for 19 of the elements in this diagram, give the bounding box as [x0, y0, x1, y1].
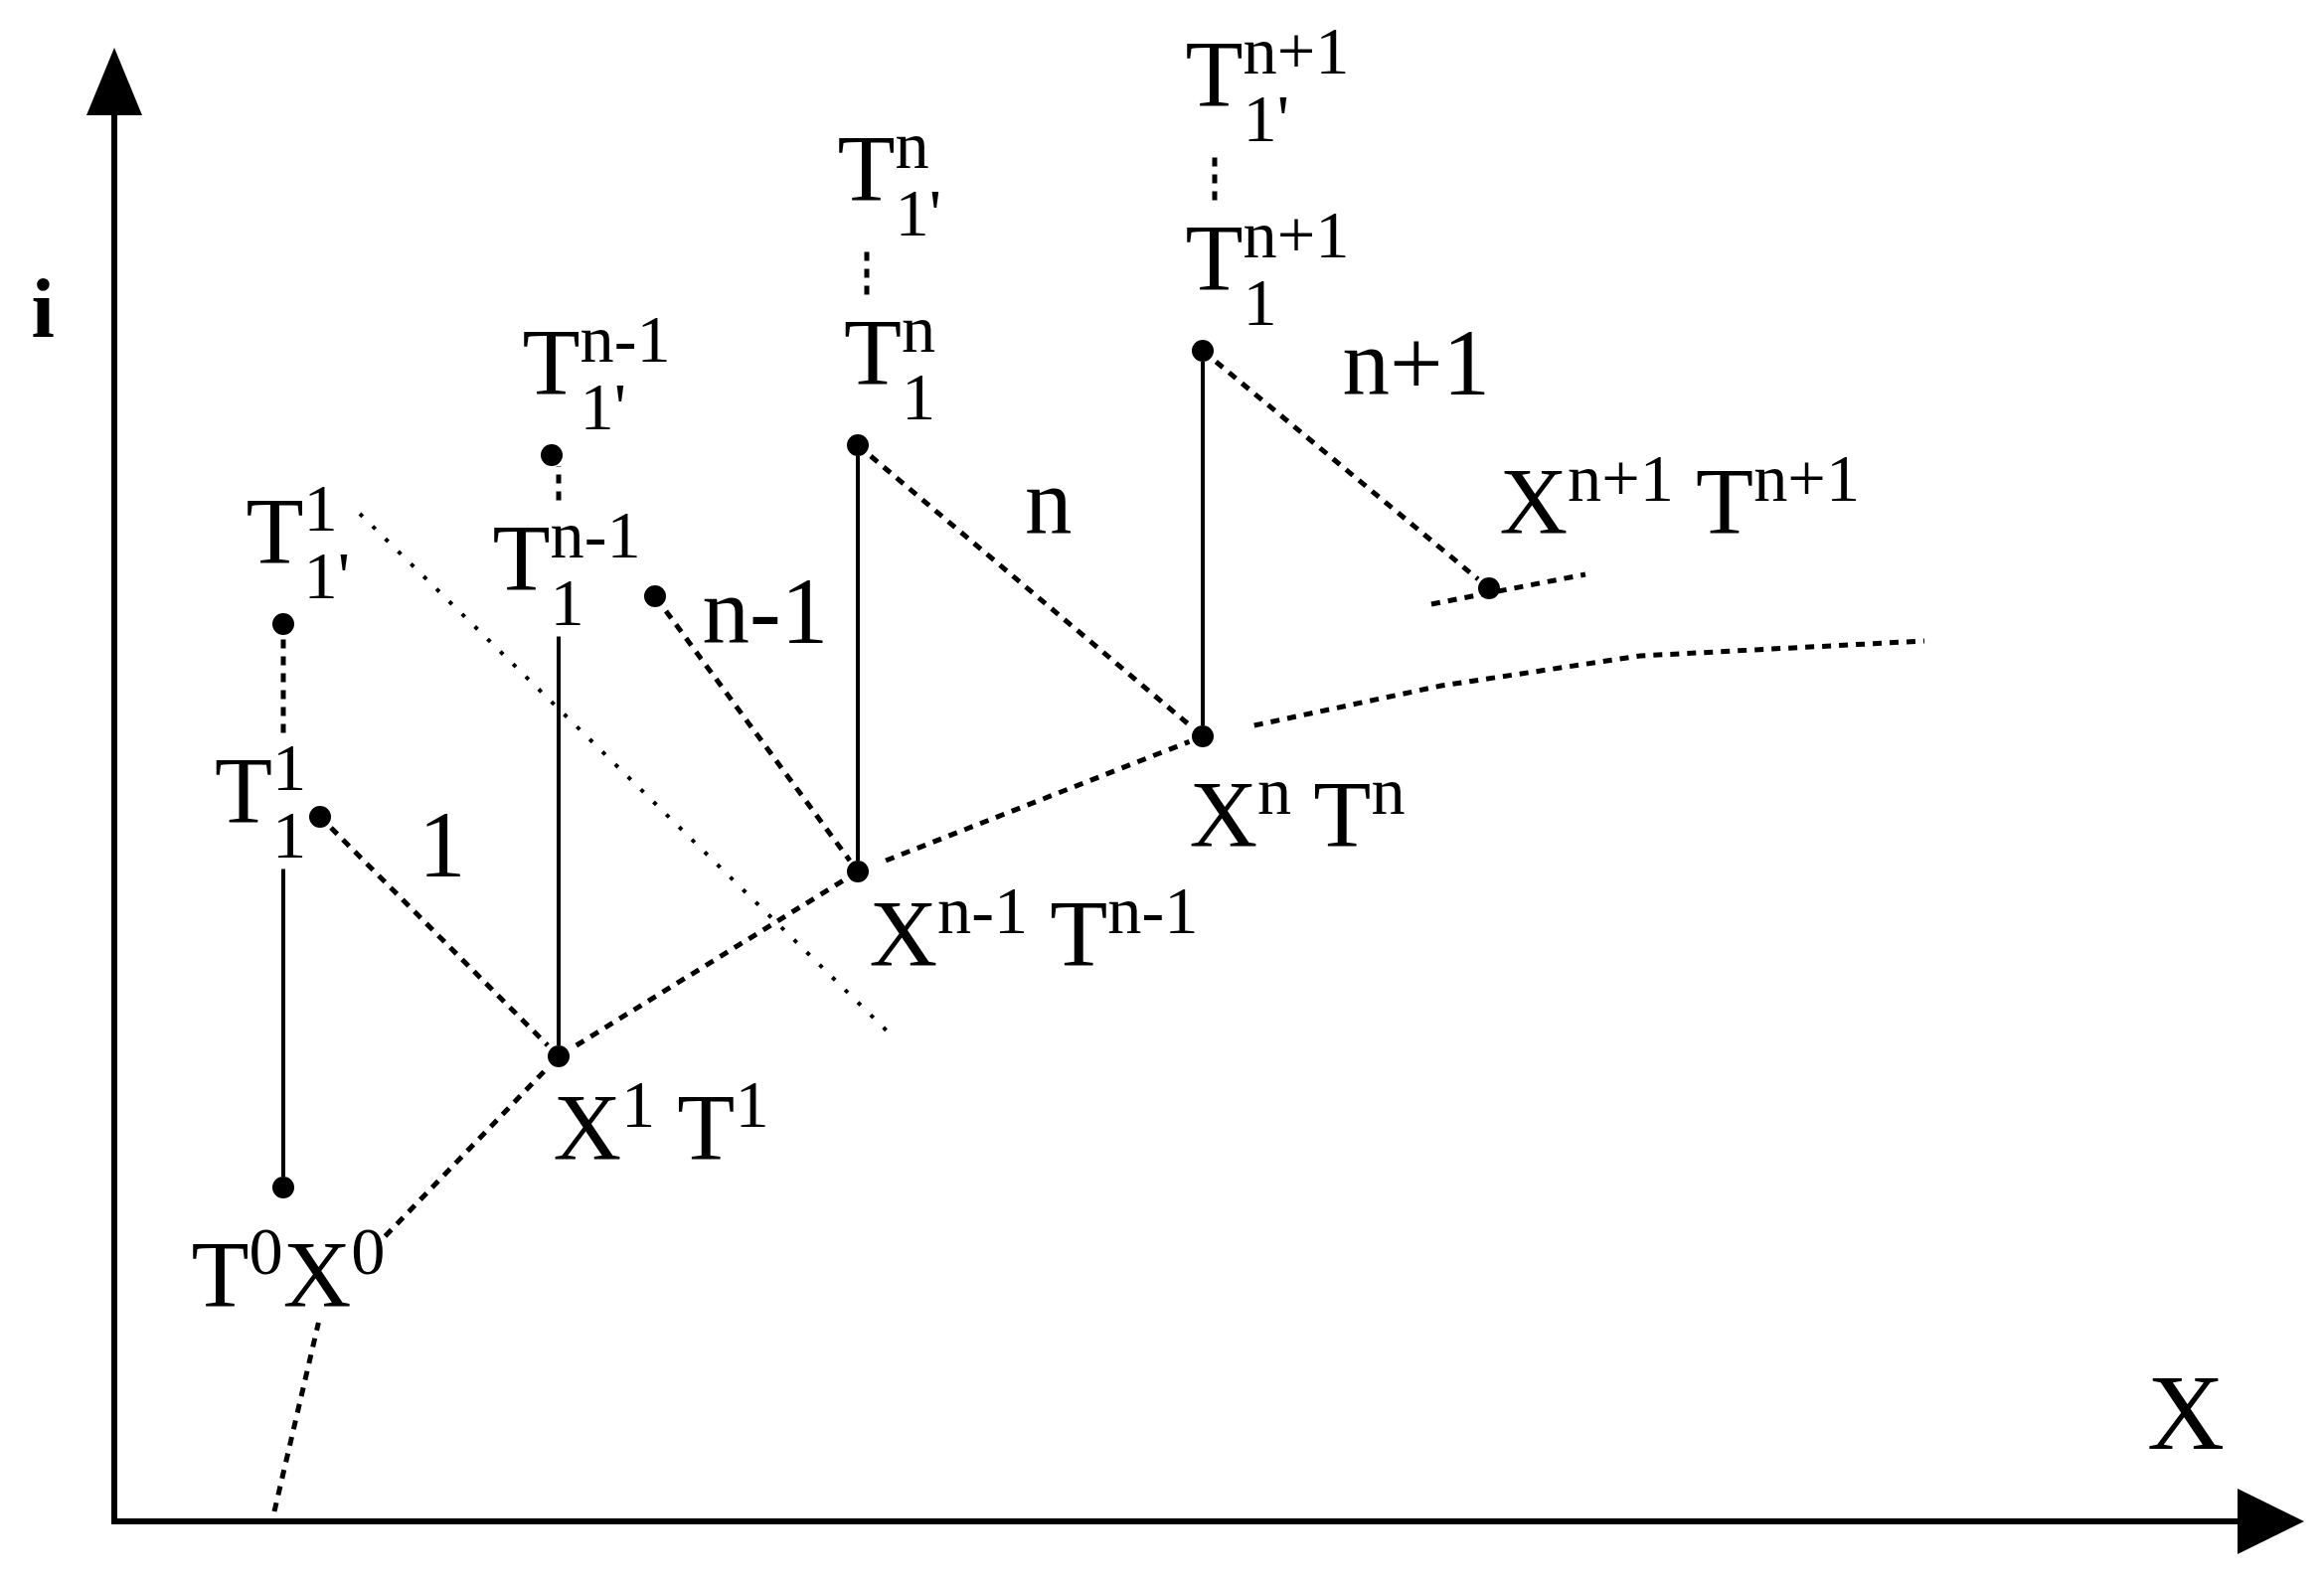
point-label: X$^{n}$ T$^{n}$ [1189, 757, 1406, 863]
dashed-connector [271, 1322, 321, 1512]
dashed-connector [885, 738, 1191, 864]
dashed-connector [1253, 638, 1925, 728]
dashed-connector [869, 454, 1192, 727]
point-label: X$^{1}$ T$^{1}$ [553, 1070, 769, 1176]
connector-line [856, 456, 860, 861]
axis-label: X [2147, 1359, 2225, 1467]
point-label: T$^{0}$X$^{0}$ [191, 1217, 386, 1323]
connector-line [281, 869, 285, 1177]
connector-line [1201, 362, 1205, 725]
dashed-connector [556, 466, 562, 501]
axis-label: i [31, 267, 55, 351]
dashed-connector [1214, 360, 1480, 581]
dashed-connector [329, 826, 550, 1047]
connector-line [557, 636, 561, 1045]
point-label: X$^{n-1}$ T$^{n-1}$ [869, 876, 1199, 982]
point-label: X$^{n+1}$ T$^{n+1}$ [1499, 444, 1861, 550]
dashed-connector [664, 609, 852, 863]
